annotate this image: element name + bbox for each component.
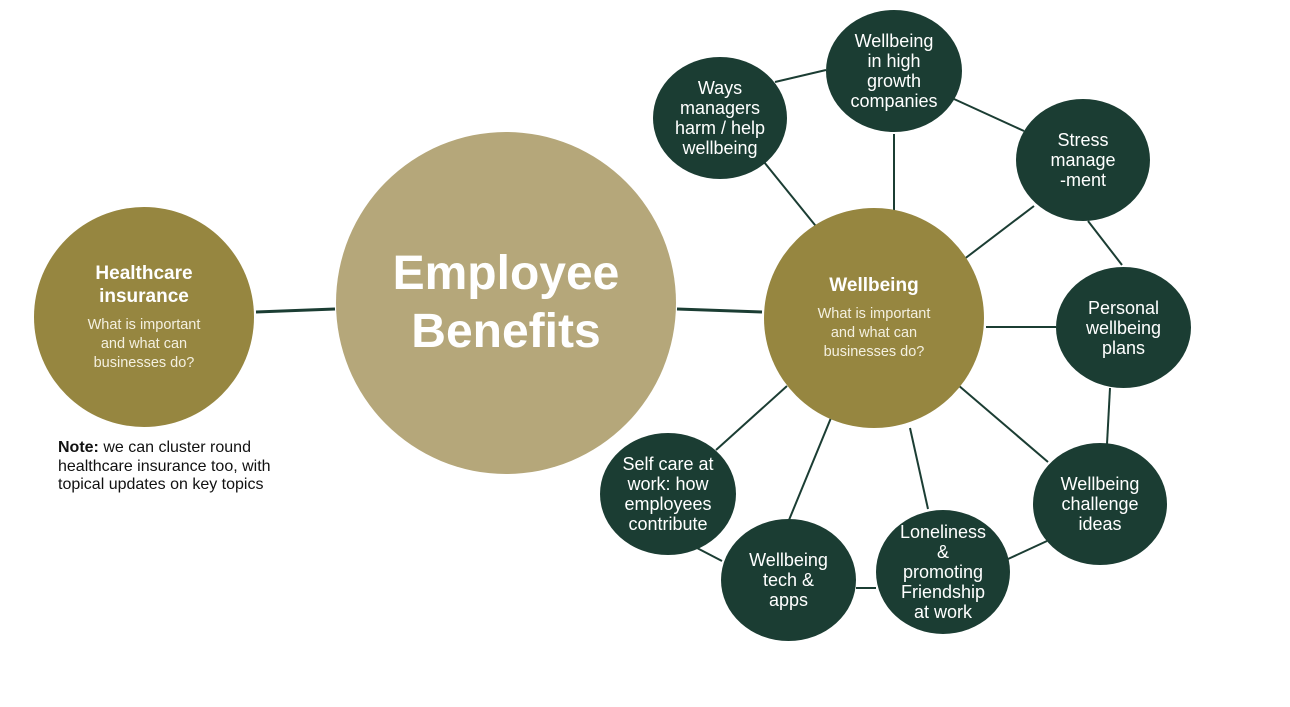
line-personal-challenge [1106,387,1111,445]
employee-benefits-node: Employee Benefits [336,132,676,474]
topic-label: Ways managers harm / help wellbeing [674,78,766,158]
healthcare-insurance-node: Healthcare insurance What is important a… [34,207,254,427]
center-title: Employee Benefits [392,247,620,358]
topic-label: Wellbeing tech & apps [749,550,828,610]
line-wellbeing-challenge [957,384,1049,463]
topic-label: Self care at work: how employees contrib… [622,454,714,534]
note-bold: Note: [58,439,99,456]
topic-loneliness: Loneliness & promoting Friendship at wor… [876,510,1010,634]
topic-label: Stress manage -ment [1050,130,1116,190]
topic-label: Loneliness & promoting Friendship at wor… [899,522,987,622]
line-stress-personal [1087,220,1123,266]
line-wellbeing-stress [962,205,1035,261]
wellbeing-title: Wellbeing [829,275,919,296]
topic-tech-apps: Wellbeing tech & apps [721,519,856,641]
topic-self-care: Self care at work: how employees contrib… [600,433,736,555]
note-text: Note: we can cluster round healthcare in… [58,439,318,495]
note-body: we can cluster round healthcare insuranc… [58,439,271,493]
wellbeing-subtitle: What is important and what can businesse… [817,306,931,360]
topic-challenge-ideas: Wellbeing challenge ideas [1033,443,1167,565]
healthcare-subtitle: What is important and what can businesse… [87,316,201,371]
line-wellbeing-tech [788,412,834,521]
line-growth-stress [953,98,1025,132]
topic-label: Wellbeing challenge ideas [1060,474,1140,534]
topic-ways-managers: Ways managers harm / help wellbeing [653,57,787,179]
topic-stress-management: Stress manage -ment [1016,99,1150,221]
wellbeing-node: Wellbeing What is important and what can… [764,208,984,428]
topic-personal-plans: Personal wellbeing plans [1056,267,1191,388]
line-challenge-loneliness [1007,540,1048,560]
topic-label: Wellbeing in high growth companies [850,31,938,111]
line-wellbeing-loneliness [909,427,929,510]
topic-label: Personal wellbeing plans [1085,297,1162,358]
healthcare-title: Healthcare insurance [95,262,193,307]
line-wellbeing-managers [763,161,820,231]
line-center-wellbeing [676,307,763,314]
line-tech-selfcare [696,547,723,562]
topic-high-growth: Wellbeing in high growth companies [826,10,962,132]
line-healthcare-center [255,307,336,314]
line-wellbeing-selfcare [715,385,788,451]
line-managers-growth [774,69,827,83]
